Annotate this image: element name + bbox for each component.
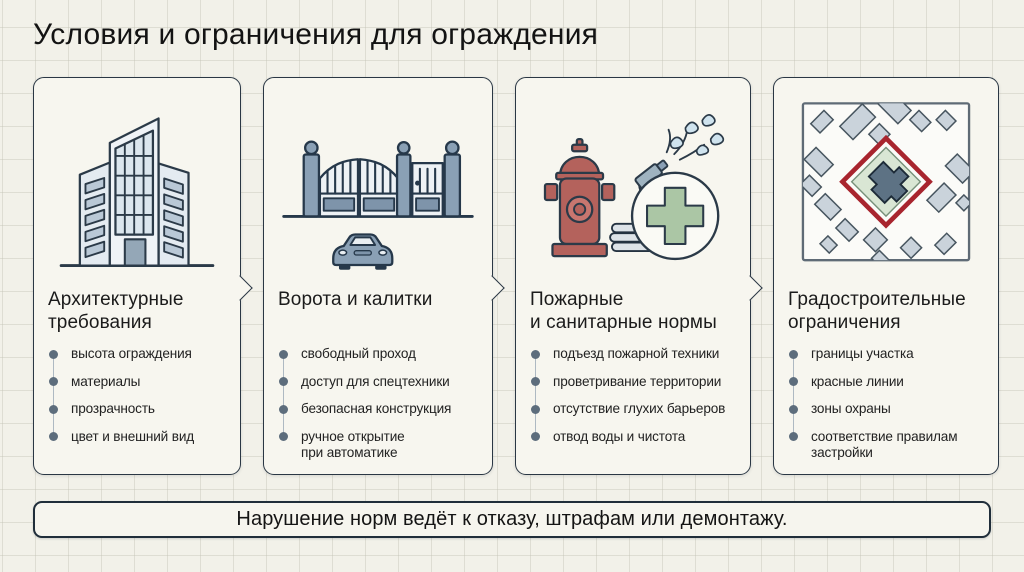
list-item: соответствие правилам застройки xyxy=(788,429,984,462)
cards-row: Архитектурные требования высота огражден… xyxy=(33,77,999,475)
list-item: высота ограждения xyxy=(48,346,226,363)
building-icon xyxy=(59,117,215,267)
list-item: свободный проход xyxy=(278,346,478,363)
bullet-connector-line xyxy=(282,354,285,439)
bullet-list: границы участка красные линии зоны охран… xyxy=(788,346,984,462)
bullet-dot xyxy=(279,377,288,387)
footer-text: Нарушение норм ведёт к отказу, штрафам и… xyxy=(236,508,788,530)
card-title: Градостроительные ограничения xyxy=(788,289,966,334)
list-item: красные линии xyxy=(788,374,984,391)
list-item: отсутствие глухих барьеров xyxy=(530,401,736,418)
card-gates-wickets: Ворота и калитки свободный проход доступ… xyxy=(263,77,506,475)
footer-banner: Нарушение норм ведёт к отказу, штрафам и… xyxy=(33,501,991,538)
list-item: материалы xyxy=(48,374,226,391)
list-item: проветривание территории xyxy=(530,374,736,391)
list-item: цвет и внешний вид xyxy=(48,429,226,446)
bullet-dot xyxy=(279,404,288,414)
bullet-dot xyxy=(279,432,288,442)
page-title: Условия и ограничения для ограждения xyxy=(33,18,599,51)
list-item: отвод воды и чистота xyxy=(530,429,736,446)
bullet-dot xyxy=(49,432,58,442)
list-item: границы участка xyxy=(788,346,984,363)
card-icon-area xyxy=(530,78,736,284)
list-item: доступ для спецтехники xyxy=(278,374,478,391)
card-title: Пожарные и санитарные нормы xyxy=(530,289,717,334)
chevron-right-decoration xyxy=(227,275,254,301)
bullet-dot xyxy=(49,404,58,414)
bullet-dot xyxy=(279,349,288,359)
bullet-list: высота ограждения материалы прозрачность… xyxy=(48,346,226,445)
bullet-dot xyxy=(789,432,798,442)
bullet-dot xyxy=(789,404,798,414)
card-title: Ворота и калитки xyxy=(278,289,433,310)
card-icon-area xyxy=(48,78,226,284)
fire-hydrant-sanitary-icon xyxy=(543,114,725,261)
bullet-dot xyxy=(789,377,798,387)
bullet-list: свободный проход доступ для спецтехники … xyxy=(278,346,478,462)
list-item: прозрачность xyxy=(48,401,226,418)
bullet-connector-line xyxy=(792,354,795,439)
city-plan-icon xyxy=(801,101,971,261)
bullet-dot xyxy=(531,404,540,414)
card-icon-area xyxy=(788,78,984,284)
chevron-right-decoration xyxy=(737,275,764,301)
list-item: зоны охраны xyxy=(788,401,984,418)
list-item: подъезд пожарной техники xyxy=(530,346,736,363)
gate-icon xyxy=(282,140,474,270)
card-title: Архитектурные требования xyxy=(48,289,184,334)
card-icon-area xyxy=(278,78,478,284)
card-architectural-requirements: Архитектурные требования высота огражден… xyxy=(33,77,254,475)
bullet-dot xyxy=(531,349,540,359)
chevron-right-decoration xyxy=(479,275,506,301)
bullet-dot xyxy=(49,349,58,359)
list-item: безопасная конструкция xyxy=(278,401,478,418)
card-fire-sanitary-norms: Пожарные и санитарные нормы подъезд пожа… xyxy=(515,77,764,475)
bullet-dot xyxy=(531,432,540,442)
bullet-connector-line xyxy=(534,354,537,439)
bullet-list: подъезд пожарной техники проветривание т… xyxy=(530,346,736,445)
bullet-dot xyxy=(49,377,58,387)
bullet-dot xyxy=(531,377,540,387)
bullet-connector-line xyxy=(52,354,55,439)
card-urban-planning-restrictions: Градостроительные ограничения границы уч… xyxy=(773,77,999,475)
list-item: ручное открытие при автоматике xyxy=(278,429,478,462)
bullet-dot xyxy=(789,349,798,359)
